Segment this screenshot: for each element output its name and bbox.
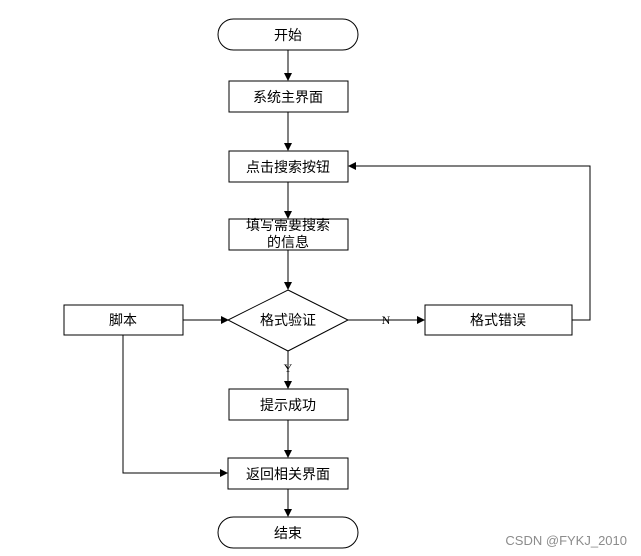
nodes	[63, 18, 573, 549]
edges	[122, 50, 591, 517]
script-box	[63, 304, 184, 336]
end-label: 结束	[274, 526, 302, 542]
edge-error-loop-to-click	[348, 162, 591, 321]
edge-script-to-return	[122, 335, 228, 477]
format-error-label: 格式错误	[470, 313, 526, 329]
edge-label-yes: Y	[284, 361, 293, 375]
success-box	[228, 388, 349, 421]
start-label: 开始	[274, 28, 302, 44]
watermark: CSDN @FYKJ_2010	[505, 533, 627, 548]
main-ui-label: 系统主界面	[253, 90, 323, 106]
return-page-label: 返回相关界面	[246, 467, 330, 483]
validate-decision	[226, 289, 350, 352]
return-page-box	[227, 457, 349, 490]
edge-label-no: N	[382, 313, 391, 327]
fill-info-box	[228, 218, 349, 251]
validate-label: 格式验证	[260, 313, 316, 329]
start-terminal	[217, 18, 359, 51]
fill-info-label-line2: 的信息	[267, 234, 309, 251]
click-search-label: 点击搜索按钮	[246, 159, 330, 176]
fill-info-label-line1: 填写需要搜索	[246, 217, 330, 234]
click-search-box	[228, 150, 349, 183]
format-error-box	[424, 304, 573, 336]
success-label: 提示成功	[260, 398, 316, 414]
main-ui-box	[228, 80, 349, 113]
end-terminal	[217, 516, 359, 549]
script-label: 脚本	[109, 313, 137, 329]
